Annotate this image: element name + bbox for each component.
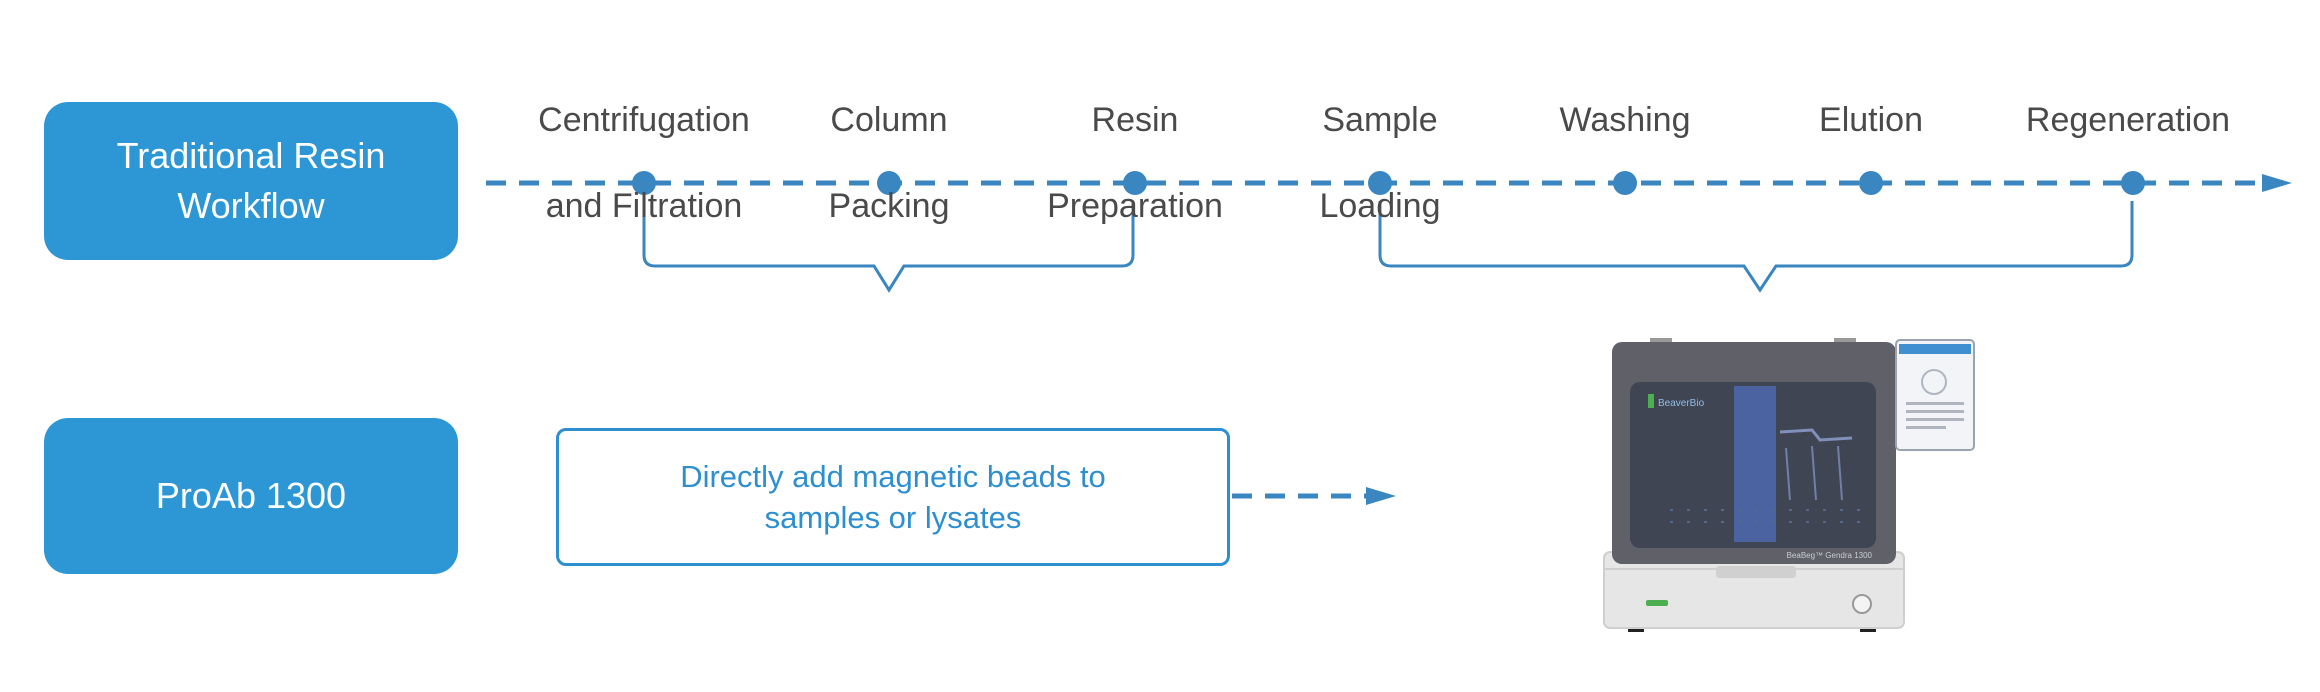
step-dot-centrifugation <box>632 171 656 195</box>
step-label-washing: Washing <box>1559 56 1690 185</box>
step-0-line2: and Filtration <box>545 187 743 225</box>
step-label-column-packing: Column Packing <box>829 56 950 271</box>
step-dot-regeneration <box>2121 171 2145 195</box>
step-dot-elution <box>1859 171 1883 195</box>
direct-add-line2: samples or lysates <box>764 500 1022 535</box>
step-0-line1: Centrifugation <box>538 101 750 139</box>
step-label-centrifugation-filtration: Centrifugation and Filtration <box>538 56 750 271</box>
direct-add-beads-box: Directly add magnetic beads to samples o… <box>556 428 1230 566</box>
step-dot-washing <box>1613 171 1637 195</box>
traditional-label-line2: Workflow <box>177 185 325 226</box>
step-label-resin-preparation: Resin Preparation <box>1047 56 1223 271</box>
step-3-line2: Loading <box>1319 187 1441 225</box>
bracket-purification-steps <box>1378 201 2134 293</box>
power-button-icon <box>1852 594 1872 614</box>
step-2-line2: Preparation <box>1047 187 1223 225</box>
step-label-regeneration: Regeneration <box>2026 56 2230 185</box>
traditional-resin-workflow-label: Traditional Resin Workflow <box>44 102 458 260</box>
step-dot-column-packing <box>877 171 901 195</box>
direct-add-line1: Directly add magnetic beads to <box>680 459 1106 494</box>
step-label-sample-loading: Sample Loading <box>1319 56 1440 271</box>
instrument-model-text: BeaBeg™ Gendra 1300 <box>1787 551 1873 560</box>
instrument-touchscreen <box>1895 339 1975 451</box>
instrument-brand-text: BeaverBio <box>1658 398 1705 409</box>
step-5-line1: Elution <box>1819 101 1923 139</box>
step-2-line1: Resin <box>1091 101 1179 139</box>
step-6-line1: Regeneration <box>2025 101 2231 139</box>
proab-label-text: ProAb 1300 <box>155 475 347 516</box>
traditional-label-line1: Traditional Resin <box>116 135 386 176</box>
proab-instrument-image: BeaverBio BeaBeg™ Gendra 1300 <box>1603 338 1975 632</box>
step-4-line1: Washing <box>1559 101 1691 139</box>
step-label-elution: Elution <box>1819 56 1923 185</box>
traditional-workflow-arrowhead <box>2262 174 2292 192</box>
bracket-preparation-steps <box>642 201 1135 293</box>
step-1-line1: Column <box>830 101 948 139</box>
proab-1300-label: ProAb 1300 <box>44 418 458 574</box>
step-dot-resin-preparation <box>1123 171 1147 195</box>
step-1-line2: Packing <box>828 187 950 225</box>
status-light-icon <box>1646 600 1668 606</box>
step-3-line1: Sample <box>1322 101 1438 139</box>
proab-arrowhead <box>1366 487 1396 505</box>
step-dot-sample-loading <box>1368 171 1392 195</box>
